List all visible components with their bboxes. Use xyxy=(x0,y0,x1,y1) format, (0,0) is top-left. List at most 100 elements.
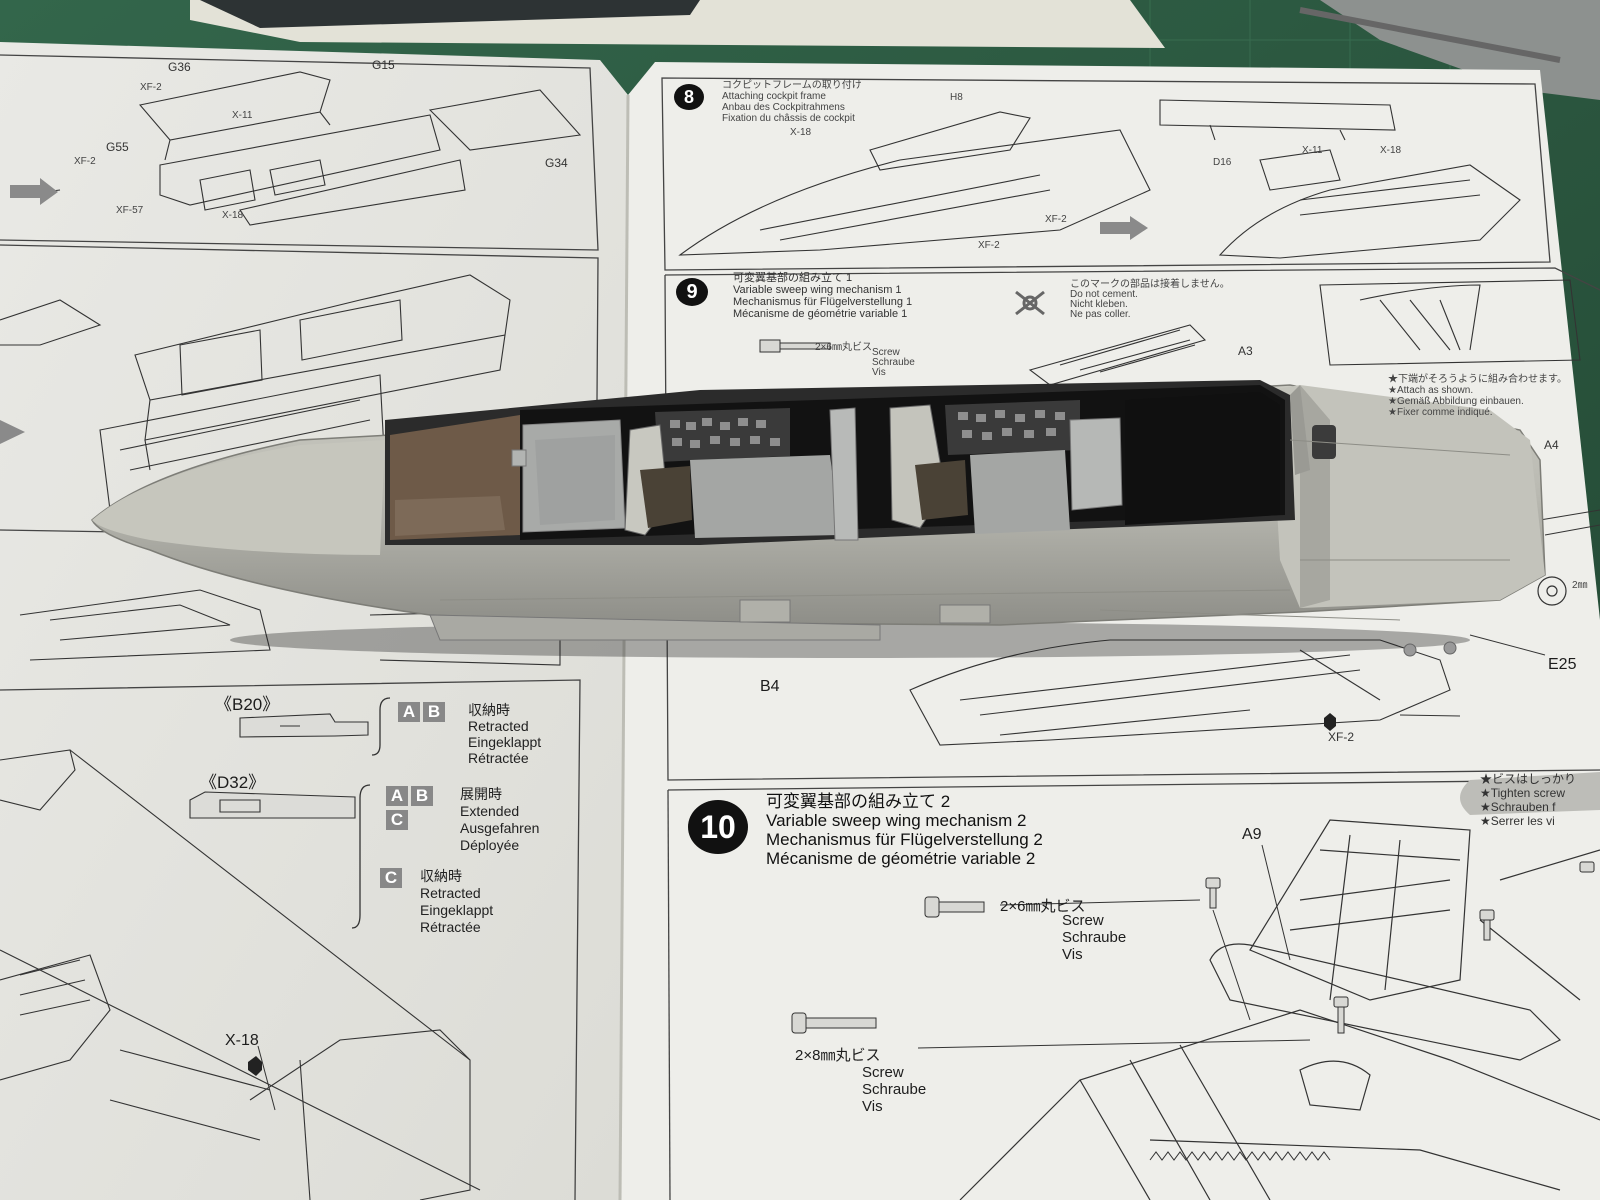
rear-cockpit-floor xyxy=(970,450,1070,534)
screw-en: Screw xyxy=(872,347,900,358)
d32-line-en: Extended xyxy=(460,803,520,819)
step9-caution: このマークの部品は接着しません。 Do not cement. Nicht kl… xyxy=(1070,280,1230,320)
fuselage-keel xyxy=(429,614,881,641)
tag-d32: 《D32》 xyxy=(200,773,266,792)
box-b: B xyxy=(411,786,433,806)
step10-drawing xyxy=(959,819,1600,1200)
step9-drawing xyxy=(909,279,1600,746)
b20-line-jp: 収納時 xyxy=(468,702,510,718)
front-tub-inner xyxy=(535,435,615,525)
step9-text: 可変翼基部の組み立て 1 Variable sweep wing mechani… xyxy=(733,272,912,320)
landing-gear-pins xyxy=(1403,641,1457,657)
fuselage-panel-lines xyxy=(439,439,1511,621)
caution-jp: このマークの部品は接着しません。 xyxy=(1070,279,1230,290)
box-c: C xyxy=(380,868,402,888)
b20-line-en: Retracted xyxy=(468,718,529,734)
step9-line-en: Variable sweep wing mechanism 1 xyxy=(733,284,902,296)
rear-instrument-dials xyxy=(958,410,1065,440)
step8-line-de: Anbau des Cockpitrahmens xyxy=(722,102,845,113)
step8-label-x11: X-11 xyxy=(1302,145,1323,156)
step10-screw-a-size: 2×6㎜丸ビス xyxy=(1000,898,1086,915)
tip-de: ★Schrauben f xyxy=(1480,800,1556,814)
screw-de: Schraube xyxy=(872,357,915,368)
front-instrument-panel xyxy=(655,408,790,462)
paint-code-xf2: XF-2 xyxy=(74,156,96,167)
note-jp: ★下端がそろうように組み合わせます。 xyxy=(1388,374,1567,385)
step-10-badge: 10 xyxy=(688,800,748,854)
step10-line-jp: 可変翼基部の組み立て 2 xyxy=(766,792,951,811)
book-spine xyxy=(618,94,630,1200)
paint-code-xf2-b: XF-2 xyxy=(140,82,162,93)
step9-line-fr: Mécanisme de géométrie variable 1 xyxy=(733,308,908,320)
step10-screw-b-size: 2×8㎜丸ビス xyxy=(795,1047,881,1064)
step8-label-h8: H8 xyxy=(950,92,963,103)
note-de: ★Gemäß Abbildung einbauen. xyxy=(1388,396,1524,407)
part-label-g36: G36 xyxy=(168,60,191,74)
screw-fr: Vis xyxy=(872,367,886,378)
step10-screw-b-words: Screw Schraube Vis xyxy=(862,1064,926,1115)
box-a: A xyxy=(398,702,420,722)
intake-lip xyxy=(1290,385,1310,475)
d32-line-jp: 展開時 xyxy=(460,786,502,802)
step8-label-d16: D16 xyxy=(1213,157,1232,168)
brace-lines xyxy=(351,697,391,929)
tip-en: ★Tighten screw xyxy=(1480,786,1566,800)
label-x18: X-18 xyxy=(225,1032,259,1049)
x18-leader xyxy=(257,1045,276,1111)
x18-marker-icon xyxy=(248,1056,262,1076)
rear-instrument-panel xyxy=(945,400,1080,455)
step10-leaders xyxy=(917,844,1311,1049)
tips-badge xyxy=(1460,772,1600,815)
rear-side-console xyxy=(1069,417,1123,511)
b20-text: 収納時 Retracted Eingeklappt Rétractée xyxy=(468,702,541,766)
fuselage-model xyxy=(91,380,1546,658)
xf2-marker-icon xyxy=(1324,713,1336,731)
do-not-cement-icon xyxy=(1015,290,1045,316)
step10-screw-a-icon xyxy=(924,896,985,918)
tag-b20: 《B20》 xyxy=(215,695,280,714)
left-cockpit-drawing-1 xyxy=(19,71,582,226)
step9-notes: ★下端がそろうように組み合わせます。 ★Attach as shown. ★Ge… xyxy=(1388,374,1567,418)
part-b20-drawing xyxy=(239,713,369,738)
step-8-badge: 8 xyxy=(674,84,704,110)
b20-line-de: Eingeklappt xyxy=(468,734,542,750)
step8-arrow xyxy=(1100,216,1148,240)
c-text: 収納時 Retracted Eingeklappt Rétractée xyxy=(420,868,493,936)
e25-leader xyxy=(1469,634,1546,656)
screw-b-de: Schraube xyxy=(862,1081,927,1098)
left-arrow-1 xyxy=(10,178,58,205)
step8-text: コクピットフレームの取り付け Attaching cockpit frame A… xyxy=(722,80,862,124)
tip-jp: ★ビスはしっかり xyxy=(1480,772,1577,786)
step8-line-en: Attaching cockpit frame xyxy=(722,91,826,102)
background-dark-card xyxy=(200,0,700,28)
step9-screw-words: Screw Schraube Vis xyxy=(872,348,915,378)
intake-shading xyxy=(1300,385,1330,608)
tip-fr: ★Serrer les vi xyxy=(1480,814,1555,828)
paint-code-x11: X-11 xyxy=(232,110,253,121)
nose-cone xyxy=(92,440,385,555)
part-d32-drawing xyxy=(189,791,356,819)
right-page xyxy=(620,62,1600,1200)
d32-line-fr: Déployée xyxy=(460,837,520,853)
front-tub-tab xyxy=(511,449,527,467)
note-en: ★Attach as shown. xyxy=(1388,385,1474,396)
front-seat-detail xyxy=(640,466,692,528)
b20-line-fr: Rétractée xyxy=(468,750,529,766)
step10-screw-b-icon xyxy=(791,1012,877,1034)
step8-label-x18: X-18 xyxy=(790,127,812,138)
washer-icon xyxy=(1537,576,1567,606)
note-fr: ★Fixer comme indiqué. xyxy=(1388,407,1493,418)
part-label-g55: G55 xyxy=(106,140,129,154)
caution-en: Do not cement. xyxy=(1070,289,1138,300)
part-label-xf2: XF-2 xyxy=(1328,730,1355,744)
step10-vertical-screws xyxy=(1205,861,1595,1034)
d32-text: 展開時 Extended Ausgefahren Déployée xyxy=(460,786,539,854)
c-line-fr: Rétractée xyxy=(420,919,481,935)
step10-serration xyxy=(1149,1151,1331,1161)
front-cockpit-floor xyxy=(690,455,840,538)
c-line-de: Eingeklappt xyxy=(420,902,494,918)
left-page xyxy=(0,42,628,1200)
